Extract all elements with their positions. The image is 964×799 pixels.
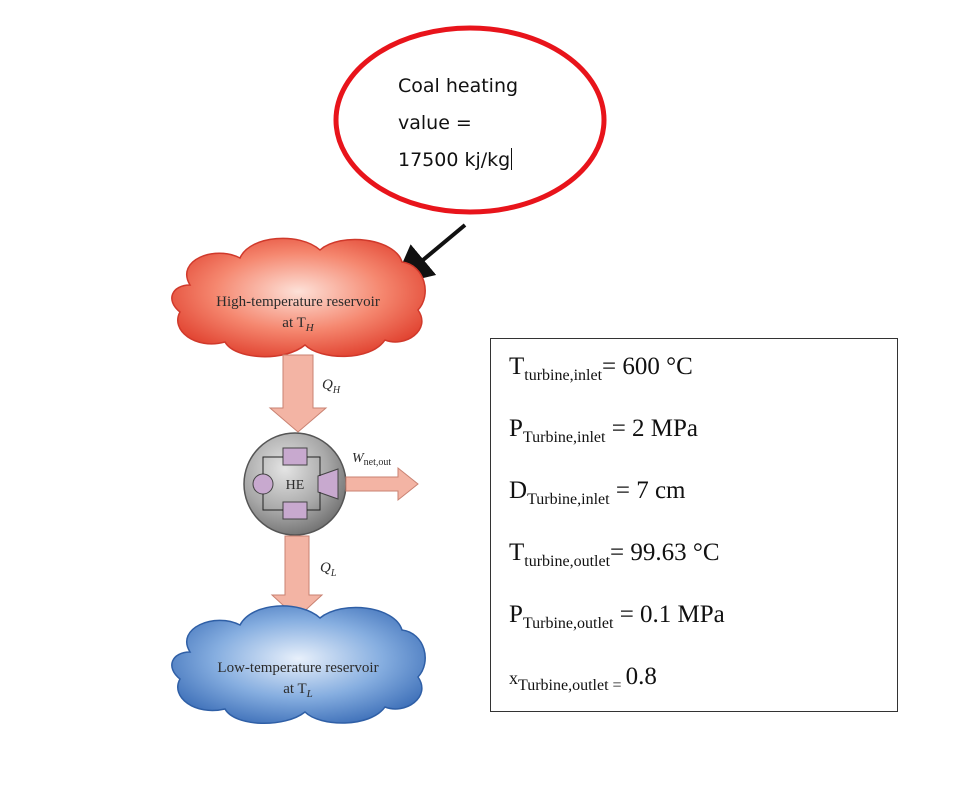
turbine-properties-box: Tturbine,inlet= 600 °C PTurbine,inlet = … [490,338,898,712]
work-output-label: Wnet,out [352,451,391,468]
turbine-inlet-pressure: PTurbine,inlet = 2 MPa [509,415,699,446]
callout-line-1: Coal heating [398,75,519,97]
turbine-inlet-diameter: DTurbine,inlet = 7 cm [509,477,686,508]
turbine-inlet-temperature: Tturbine,inlet= 600 °C [509,353,693,384]
engine-label: HE [286,478,305,493]
coal-heating-callout: Coal heating value = 17500 kj/kg [398,68,598,179]
heat-input-label: QH [322,377,341,396]
engine-component-bottom [282,501,308,520]
heat-input-arrow [268,354,328,433]
heat-engine [243,432,347,536]
turbine-outlet-pressure: PTurbine,outlet = 0.1 MPa [509,601,725,632]
callout-ellipse [333,25,607,215]
high-reservoir-label: High-temperature reservoir [216,294,380,310]
low-temperature-reservoir [171,605,426,724]
low-reservoir-temp: at TL [283,681,313,700]
turbine-outlet-temperature: Tturbine,outlet= 99.63 °C [509,539,720,570]
turbine-outlet-quality: xTurbine,outlet = 0.8 [509,663,657,694]
heat-rejection-label: QL [320,560,337,579]
high-temperature-reservoir [171,237,426,358]
low-reservoir-label: Low-temperature reservoir [217,660,378,676]
callout-line-3: 17500 kj/kg [398,148,513,171]
engine-component-top [282,447,308,466]
engine-pump [252,473,274,495]
engine-turbine [317,468,339,500]
heat-rejection-arrow [270,535,324,619]
high-reservoir-temp: at TH [282,315,314,334]
work-output-arrow [345,466,419,502]
text-cursor [511,148,513,170]
callout-line-2: value = [398,112,472,134]
